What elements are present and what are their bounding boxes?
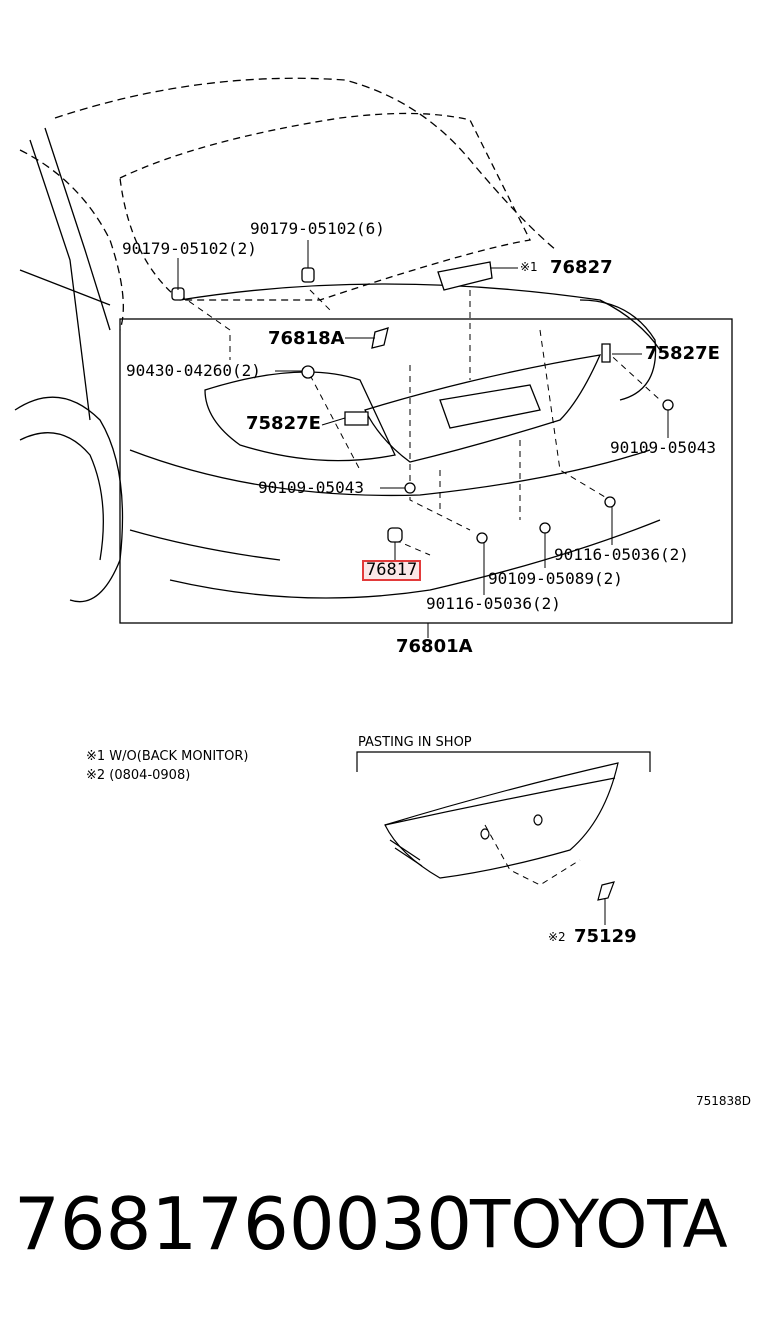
body-side-line-3 [19, 269, 111, 306]
callout-90116-05036-2-right: 90116-05036(2) [554, 545, 689, 564]
inset-garnish-top [384, 777, 616, 826]
nut-1 [301, 365, 315, 379]
callout-90179-05102-2: 90179-05102(2) [122, 239, 257, 258]
nut-3 [539, 522, 551, 534]
body-side-upper [19, 149, 124, 331]
callout-75827E-right: 75827E [645, 343, 720, 364]
bumper-lower-2 [129, 529, 281, 561]
note-without-back-monitor: ※1 W/O(BACK MONITOR) [86, 749, 249, 764]
inset-striping [389, 839, 423, 867]
callout-76801A: 76801A [396, 636, 473, 657]
body-side-line-2 [44, 127, 111, 331]
callout-76827: 76827 [550, 257, 613, 278]
callout-90109-05043-right: 90109-05043 [610, 438, 716, 457]
garnish-strip [364, 354, 602, 463]
left-tail-light [204, 371, 396, 462]
sticker-75827E-left [344, 411, 369, 426]
callout-90109-05043-left: 90109-05043 [258, 478, 364, 497]
body-side-line-1 [29, 139, 91, 421]
trunk-lid-line [179, 283, 661, 351]
bolt-1 [662, 399, 674, 411]
sticker-75827E-right [601, 343, 611, 363]
rear-window-outline [119, 112, 531, 301]
bumper-lower [169, 519, 661, 599]
figure-code: 751838D [696, 1094, 752, 1108]
clip-2 [301, 267, 315, 283]
callout-75827E-left: 75827E [246, 413, 321, 434]
right-tail-light [579, 299, 657, 401]
wheel-arch-inner [19, 432, 104, 561]
inset-emblem [597, 881, 615, 901]
callout-76818A: 76818A [268, 328, 345, 349]
callout-75129: 75129 [574, 926, 637, 947]
callout-76827-mark: ※1 [520, 260, 538, 274]
garnish-plate [439, 384, 541, 429]
note-date-range: ※2 (0804-0908) [86, 768, 191, 783]
inset-garnish [384, 762, 619, 879]
nut-2 [604, 496, 616, 508]
left-bumper-line [129, 449, 651, 497]
callout-90109-05089-2: 90109-05089(2) [488, 569, 623, 588]
footer-brand: TOYOTA [470, 1186, 728, 1263]
pasting-in-shop-label: PASTING IN SHOP [358, 735, 472, 750]
roof-line [54, 77, 557, 251]
callout-75129-mark: ※2 [548, 930, 566, 944]
callout-90179-05102-6: 90179-05102(6) [250, 219, 385, 238]
callout-76817-highlighted: 76817 [362, 560, 422, 581]
bolt-2 [404, 482, 416, 494]
nut-4 [476, 532, 488, 544]
callout-90430-04260-2: 90430-04260(2) [126, 361, 261, 380]
parts-diagram [14, 77, 733, 925]
pasting-bracket [356, 751, 651, 772]
camera-unit [437, 261, 493, 291]
assembly-frame [119, 318, 733, 624]
callout-90116-05036-2-bottom: 90116-05036(2) [426, 594, 561, 613]
pad-76818A [371, 327, 389, 349]
grommet-76817 [387, 527, 403, 543]
wheel-arch [14, 396, 124, 603]
footer-part-number: 7681760030 [14, 1182, 473, 1266]
